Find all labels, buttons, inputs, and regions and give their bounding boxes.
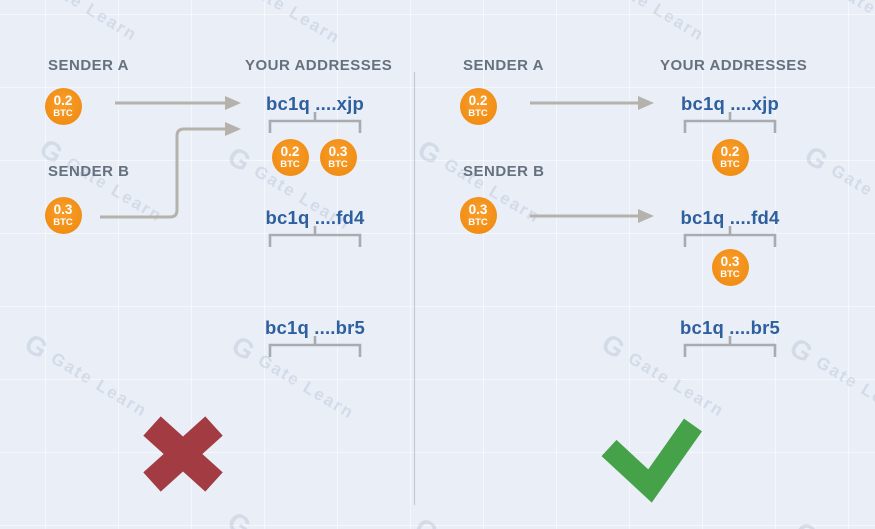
address1-bracket bbox=[683, 112, 777, 133]
address1-bracket bbox=[268, 112, 362, 133]
sender-a-label: SENDER A bbox=[463, 57, 544, 74]
arrow-sender-b-to-address1 bbox=[100, 122, 241, 219]
address-2: bc1q ....fd4 bbox=[265, 207, 365, 228]
cross-icon bbox=[143, 416, 223, 492]
address2-bracket bbox=[683, 226, 777, 247]
address-3: bc1q ....br5 bbox=[679, 317, 781, 338]
btc-coin-sender-b: 0.3 BTC bbox=[459, 196, 497, 234]
arrow-sender-b-to-address2 bbox=[530, 209, 654, 223]
sender-b-label: SENDER B bbox=[463, 163, 545, 180]
btc-coin-sender-b: 0.3 BTC bbox=[44, 196, 82, 234]
address-2: bc1q ....fd4 bbox=[680, 207, 780, 228]
btc-coin-sender-a: 0.2 BTC bbox=[459, 87, 497, 125]
btc-coin-sender-a: 0.2 BTC bbox=[44, 87, 82, 125]
sender-a-label: SENDER A bbox=[48, 57, 129, 74]
address3-bracket bbox=[683, 336, 777, 357]
arrow-sender-a-to-address1 bbox=[115, 96, 241, 110]
address-1: bc1q ....xjp bbox=[680, 93, 780, 114]
address3-bracket bbox=[268, 336, 362, 357]
btc-coin-received: 0.3 BTC bbox=[711, 248, 749, 286]
your-addresses-header: YOUR ADDRESSES bbox=[660, 57, 808, 74]
address-3: bc1q ....br5 bbox=[264, 317, 366, 338]
address2-bracket bbox=[268, 226, 362, 247]
btc-coin-received: 0.2 BTC bbox=[271, 138, 309, 176]
btc-coin-received: 0.2 BTC bbox=[711, 138, 749, 176]
address-1: bc1q ....xjp bbox=[265, 93, 365, 114]
btc-coin-received: 0.3 BTC bbox=[319, 138, 357, 176]
your-addresses-header: YOUR ADDRESSES bbox=[245, 57, 393, 74]
arrow-sender-a-to-address1 bbox=[530, 96, 654, 110]
check-icon bbox=[601, 418, 702, 503]
sender-b-label: SENDER B bbox=[48, 163, 130, 180]
